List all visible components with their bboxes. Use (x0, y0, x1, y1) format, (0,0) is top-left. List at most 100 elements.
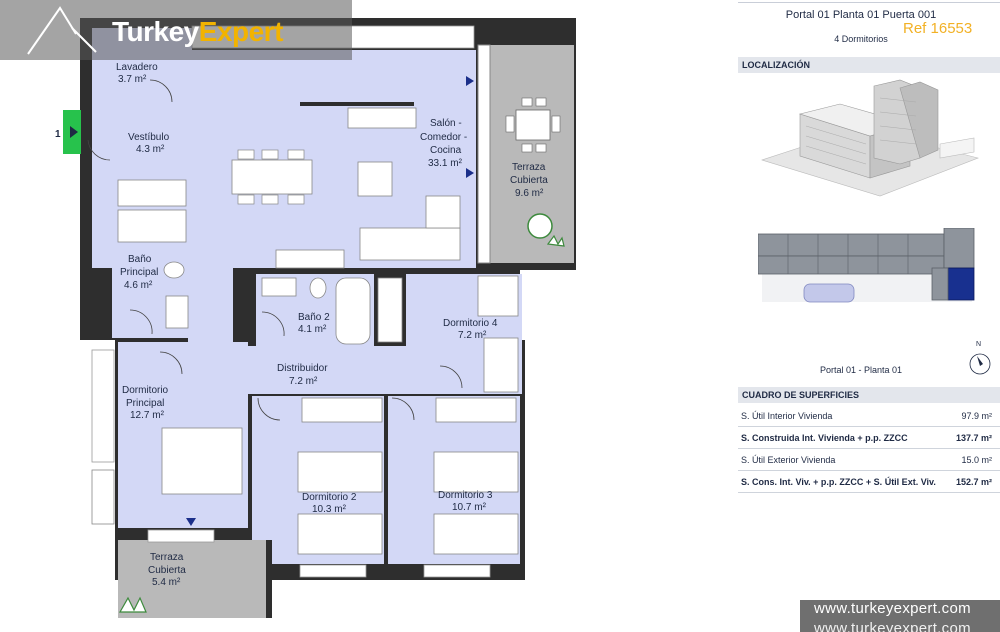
bathtub-icon (335, 277, 371, 345)
bed-4 (477, 275, 519, 317)
footer-url: www.turkeyexpert.com (814, 600, 971, 617)
terrace-table (515, 109, 551, 141)
chair (287, 194, 305, 205)
brand-banner: TurkeyExpert (0, 0, 352, 60)
surface-value: 15.0 m² (961, 455, 992, 465)
chair (237, 194, 255, 205)
room-name: Baño (128, 254, 152, 265)
window-dorm2 (299, 564, 367, 578)
room-area: 7.2 m² (458, 330, 487, 341)
room-vestibulo (92, 104, 192, 176)
entrance-arrow-icon (70, 126, 78, 138)
sofa-chaise (425, 195, 461, 229)
room-area: 33.1 m² (428, 158, 463, 169)
chair (261, 194, 279, 205)
terrace-chair (551, 115, 561, 133)
section-heading-superficies: CUADRO DE SUPERFICIES (738, 387, 1000, 403)
floor-plan: 1 Lavadero 3.7 m² Vestíbulo 4.3 m² Salón… (55, 18, 590, 632)
outside-cut-bottom (270, 580, 590, 632)
room-area: 9.6 m² (515, 188, 544, 199)
kitchen-island (357, 161, 393, 197)
brand-word-2: Expert (198, 16, 284, 47)
window-dorm3 (423, 564, 491, 578)
outside-cut-right (520, 270, 580, 590)
room-name: Dormitorio (122, 385, 169, 396)
toilet-icon (309, 277, 327, 299)
door-swing (159, 351, 183, 375)
desk (483, 337, 519, 393)
section-heading-localizacion: LOCALIZACIÓN (738, 57, 1000, 73)
surface-value: 97.9 m² (961, 411, 992, 421)
key-plan-map (758, 228, 975, 303)
room-area: 4.1 m² (298, 324, 327, 335)
room-area: 4.3 m² (136, 144, 165, 155)
window-dorm-principal (147, 529, 215, 543)
door-swing (439, 365, 463, 389)
footer-watermark: www.turkeyexpert.com www.turkeyexpert.co… (800, 600, 1000, 632)
room-area: 7.2 m² (289, 376, 318, 387)
terrace-right-glazing (477, 44, 491, 264)
surface-row: S. Construida Int. Vivienda + p.p. ZZCC … (738, 427, 1000, 449)
info-panel: Portal 01 Planta 01 Puerta 001 4 Dormito… (730, 0, 1000, 632)
sink-icon (165, 295, 189, 329)
surface-row: S. Útil Exterior Vivienda 15.0 m² (738, 449, 1000, 471)
bed-3a (433, 451, 519, 493)
portal-label: Portal 01 - Planta 01 (819, 365, 903, 375)
building-3d-image (761, 79, 979, 197)
compass-letter: N (976, 341, 981, 348)
chair (261, 149, 279, 160)
terrace-chair (521, 97, 533, 107)
corridor-a (188, 250, 233, 345)
floor-plan-svg: 1 Lavadero 3.7 m² Vestíbulo 4.3 m² Salón… (55, 18, 590, 632)
room-name: Dormitorio 2 (302, 492, 357, 503)
logo-icon (27, 6, 97, 55)
chair (287, 149, 305, 160)
arrow-icon (466, 168, 474, 178)
room-name: Lavadero (116, 62, 158, 73)
divider (738, 2, 1000, 3)
terrace-bottom-wall (266, 540, 272, 618)
plant-icon (118, 596, 147, 613)
room-area: 3.7 m² (118, 74, 147, 85)
surface-label: S. Útil Interior Vivienda (741, 411, 833, 421)
room-name: Salón - (430, 118, 462, 129)
arrow-icon (466, 76, 474, 86)
bed-2b (297, 513, 383, 555)
sink-icon (261, 277, 297, 297)
door-swing (87, 139, 111, 161)
surface-label: S. Cons. Int. Viv. + p.p. ZZCC + S. Útil… (741, 477, 936, 487)
room-name: Cubierta (148, 565, 186, 576)
surface-value: 152.7 m² (955, 477, 992, 487)
bed-principal (161, 427, 243, 495)
compass-icon: N (969, 341, 991, 375)
room-name: Cubierta (510, 175, 548, 186)
tv-unit (275, 249, 345, 269)
shower-tray-icon (117, 209, 187, 243)
wardrobe (435, 397, 517, 423)
room-name: Vestíbulo (128, 132, 170, 143)
plant-icon (527, 213, 553, 239)
room-name: Dormitorio 3 (438, 490, 493, 501)
surface-label: S. Útil Exterior Vivienda (741, 455, 836, 465)
wardrobe (377, 277, 403, 343)
kitchen-counter (347, 107, 417, 129)
door-swing (257, 397, 281, 421)
room-name: Dormitorio 4 (443, 318, 498, 329)
surface-label: S. Construida Int. Vivienda + p.p. ZZCC (741, 433, 908, 443)
surface-row: S. Cons. Int. Viv. + p.p. ZZCC + S. Útil… (738, 471, 1000, 493)
laundry-counter (117, 179, 187, 207)
surface-value: 137.7 m² (955, 433, 992, 443)
room-name: Principal (126, 398, 164, 409)
room-area: 4.6 m² (124, 280, 153, 291)
wardrobe (91, 469, 115, 525)
unit-subtitle: 4 Dormitorios (834, 34, 888, 44)
terrace-chair (505, 115, 515, 133)
room-area: 10.3 m² (312, 504, 347, 515)
door-swing (129, 309, 153, 335)
room-area: 10.7 m² (452, 502, 487, 513)
toilet-icon (163, 261, 185, 279)
terrace-chair (521, 143, 533, 153)
bed-3b (433, 513, 519, 555)
room-name: Principal (120, 267, 158, 278)
room-name: Terraza (150, 552, 184, 563)
